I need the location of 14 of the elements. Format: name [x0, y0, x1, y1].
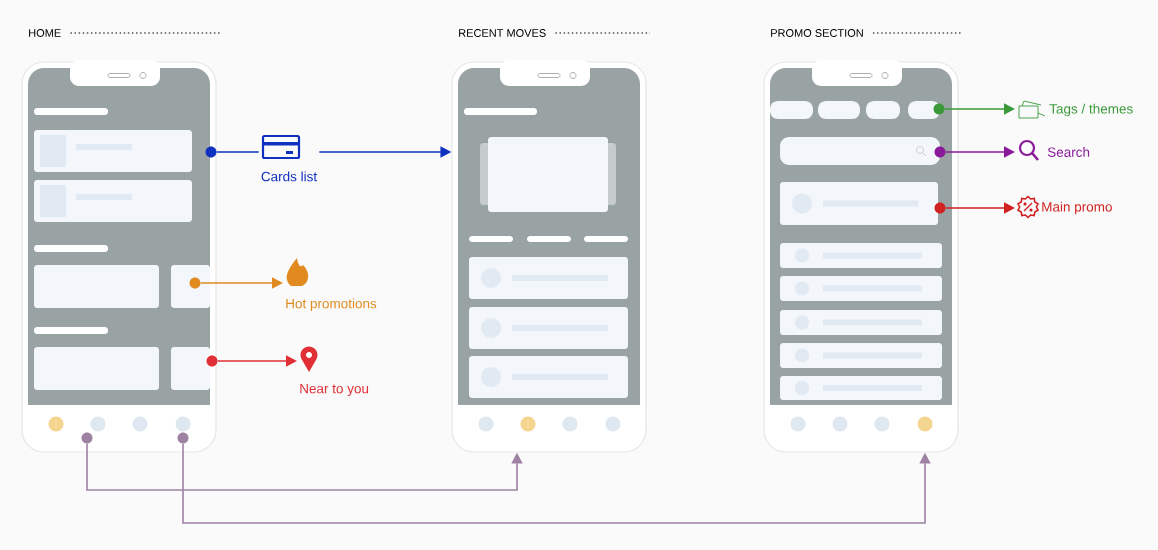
callout-label: Tags / themes [1049, 103, 1133, 117]
arrow [182, 442, 931, 524]
callout-label: Near to you [300, 383, 369, 396]
callout-label: Hot promotions [286, 298, 377, 311]
connector-line [215, 151, 260, 153]
section-heading: HOME [29, 29, 61, 37]
arrow [86, 442, 523, 491]
callout-label: Search [1047, 147, 1090, 157]
arrow [199, 277, 283, 289]
section-heading: RECENT MOVES [459, 29, 546, 37]
callout-label: Cards list [261, 171, 317, 182]
callout-label: Main promo [1042, 201, 1112, 215]
arrow [216, 355, 297, 367]
section-heading: PROMO SECTION [771, 29, 863, 37]
